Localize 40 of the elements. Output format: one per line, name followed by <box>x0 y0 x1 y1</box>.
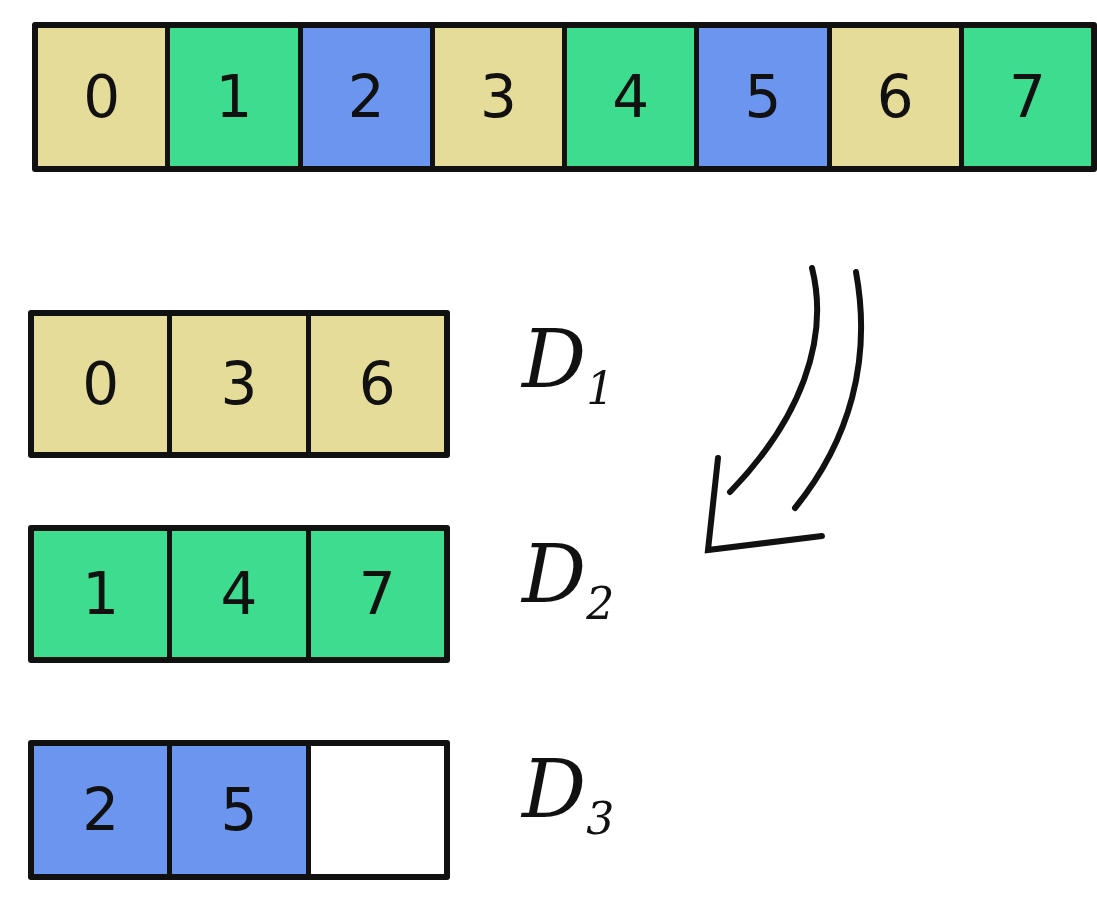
cell-value: 3 <box>220 350 258 418</box>
array-bar <box>28 525 450 663</box>
cell-value: 0 <box>82 350 120 418</box>
array-cell <box>310 531 444 657</box>
array-cell <box>567 28 695 166</box>
array-cell <box>34 316 168 452</box>
array-cell <box>310 316 444 452</box>
cell-value: 2 <box>82 776 120 844</box>
array-cell <box>172 531 306 657</box>
cell-value: 1 <box>82 560 120 628</box>
cell-value: 4 <box>220 560 258 628</box>
cell-value: 0 <box>83 63 121 131</box>
cell-value: 7 <box>1008 63 1046 131</box>
array-cell <box>831 28 959 166</box>
array-cell <box>34 746 168 874</box>
cell-value: 5 <box>744 63 782 131</box>
cell-value: 1 <box>215 63 253 131</box>
cell-value: 2 <box>347 63 385 131</box>
array-cell <box>172 316 306 452</box>
cell-value: 4 <box>612 63 650 131</box>
array-cell <box>38 28 166 166</box>
array-cell <box>963 28 1091 166</box>
array-label: D$_{2}$ <box>522 535 615 626</box>
cell-value: 3 <box>479 63 517 131</box>
array-cell <box>170 28 298 166</box>
array-cell <box>172 746 306 874</box>
array-bar <box>28 310 450 458</box>
array-cell <box>434 28 562 166</box>
empty-cell <box>310 746 444 874</box>
cell-value: 6 <box>358 350 396 418</box>
array-cell <box>302 28 430 166</box>
array-cell <box>34 531 168 657</box>
cell-value: 7 <box>358 560 396 628</box>
array-label: D$_{3}$ <box>522 750 615 841</box>
array-bar <box>28 740 450 880</box>
array-bar <box>32 22 1097 172</box>
array-label: D$_{1}$ <box>522 320 615 411</box>
cell-value: 6 <box>876 63 914 131</box>
array-cell <box>699 28 827 166</box>
cell-value: 5 <box>220 776 258 844</box>
